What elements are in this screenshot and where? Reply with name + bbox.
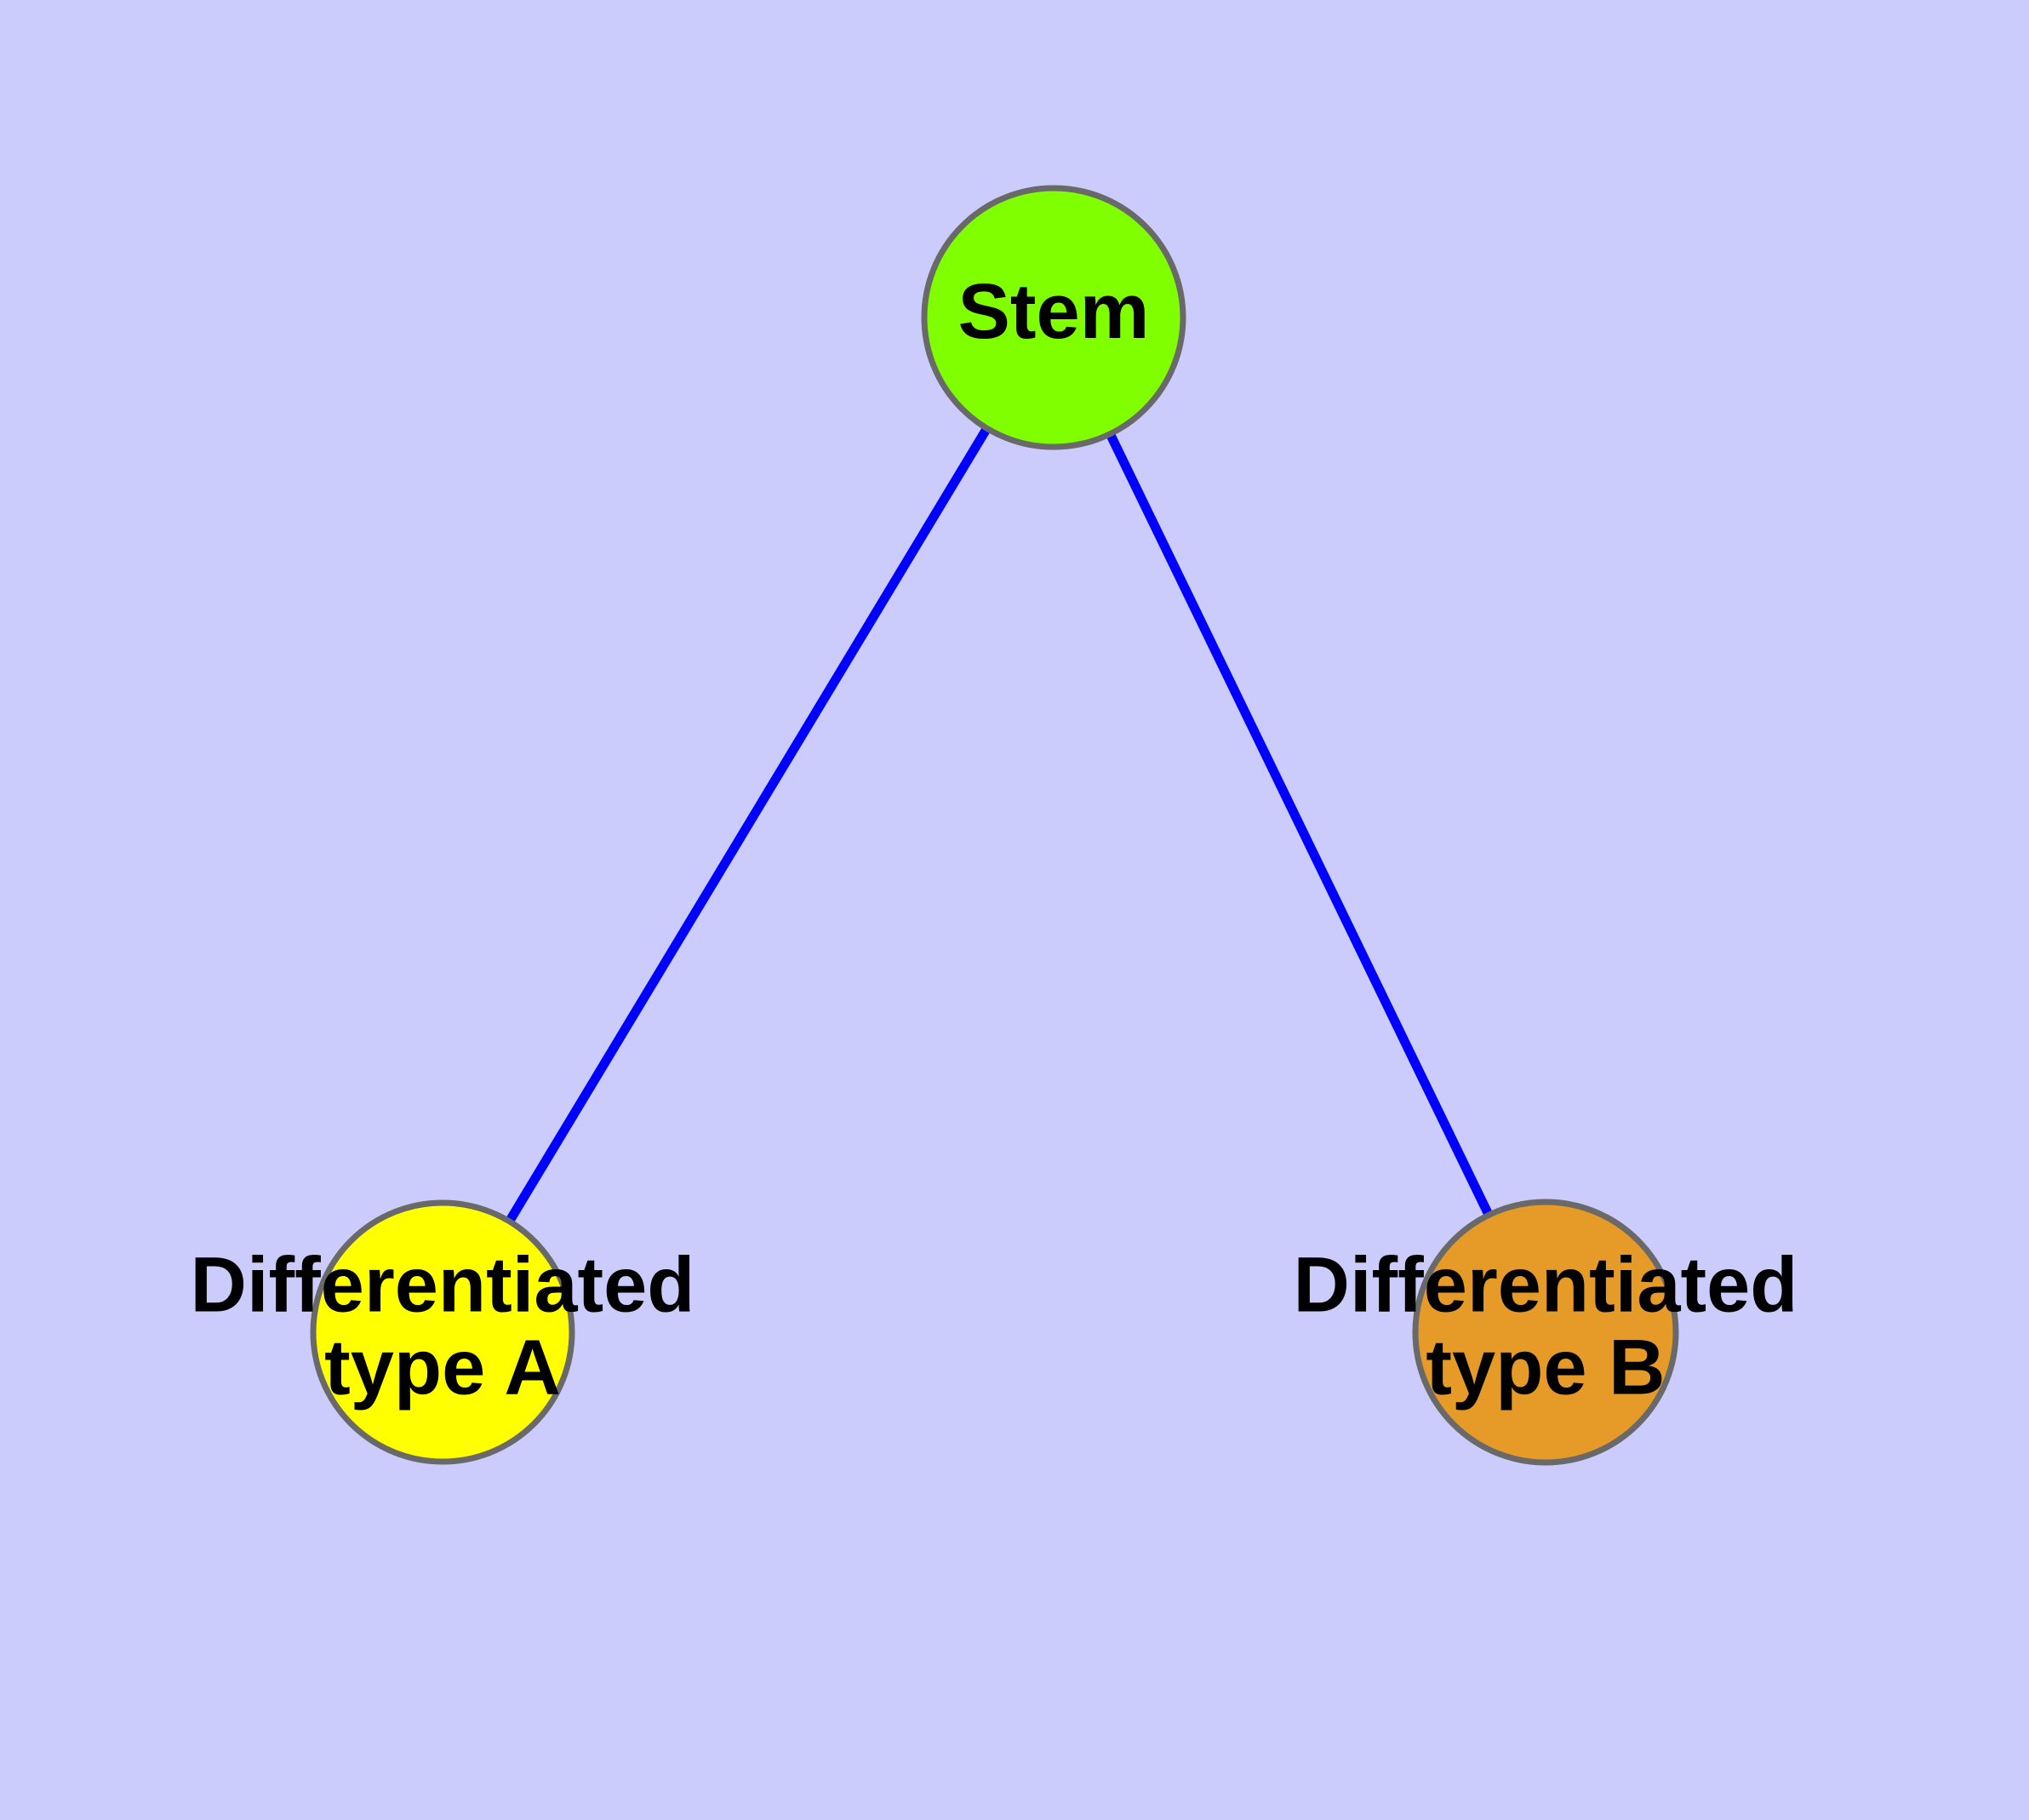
nodes-layer	[310, 185, 1679, 1466]
edge-stem-to-type-a[interactable]	[438, 315, 1058, 1335]
node-label-line: type B	[1426, 1325, 1665, 1411]
node-label-line: type A	[324, 1325, 561, 1411]
node-differentiated-type-a[interactable]	[310, 1199, 575, 1465]
node-label-stem: Stem	[958, 268, 1150, 355]
edges-layer	[438, 315, 1550, 1335]
node-label-line: Stem	[958, 268, 1150, 355]
node-label-line: Differentiated	[191, 1242, 695, 1329]
node-differentiated-type-b[interactable]	[1412, 1199, 1679, 1466]
node-stem[interactable]	[921, 185, 1186, 450]
node-label-line: Differentiated	[1294, 1242, 1798, 1329]
edge-stem-to-type-b[interactable]	[1049, 315, 1550, 1335]
